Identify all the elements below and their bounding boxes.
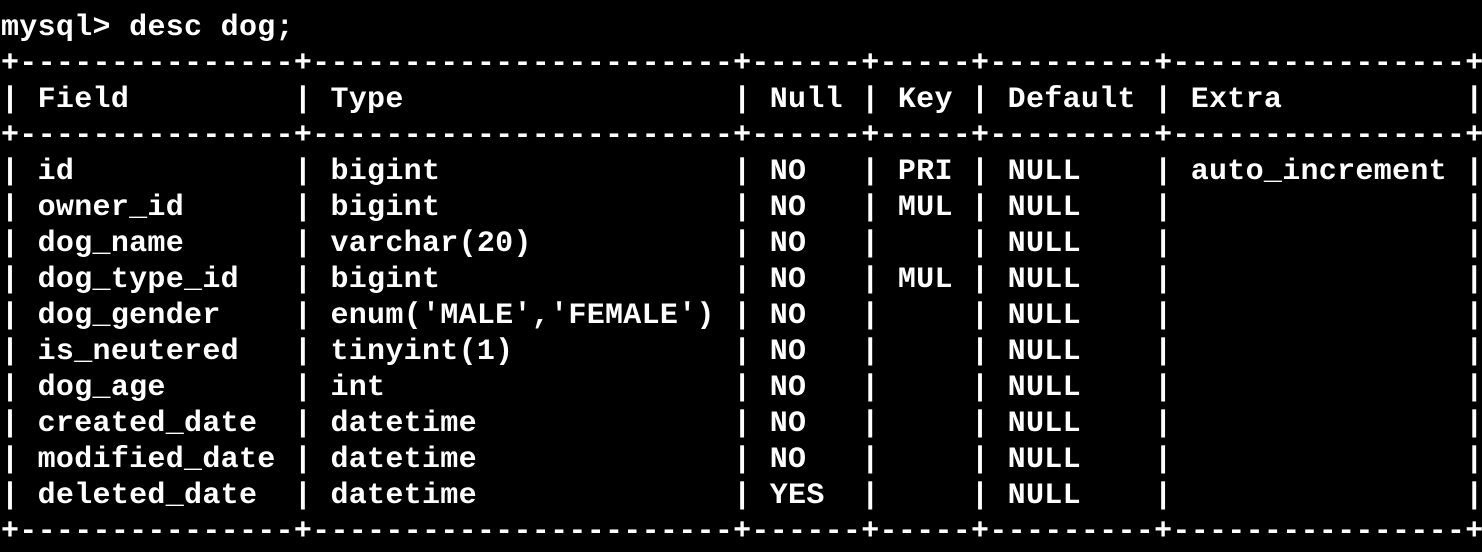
query-result-table: +---------------+-----------------------… bbox=[1, 47, 1482, 549]
command-text: desc dog; bbox=[129, 11, 294, 45]
shell-prompt: mysql> bbox=[1, 11, 111, 45]
command-line: mysql> desc dog; bbox=[1, 10, 1482, 46]
